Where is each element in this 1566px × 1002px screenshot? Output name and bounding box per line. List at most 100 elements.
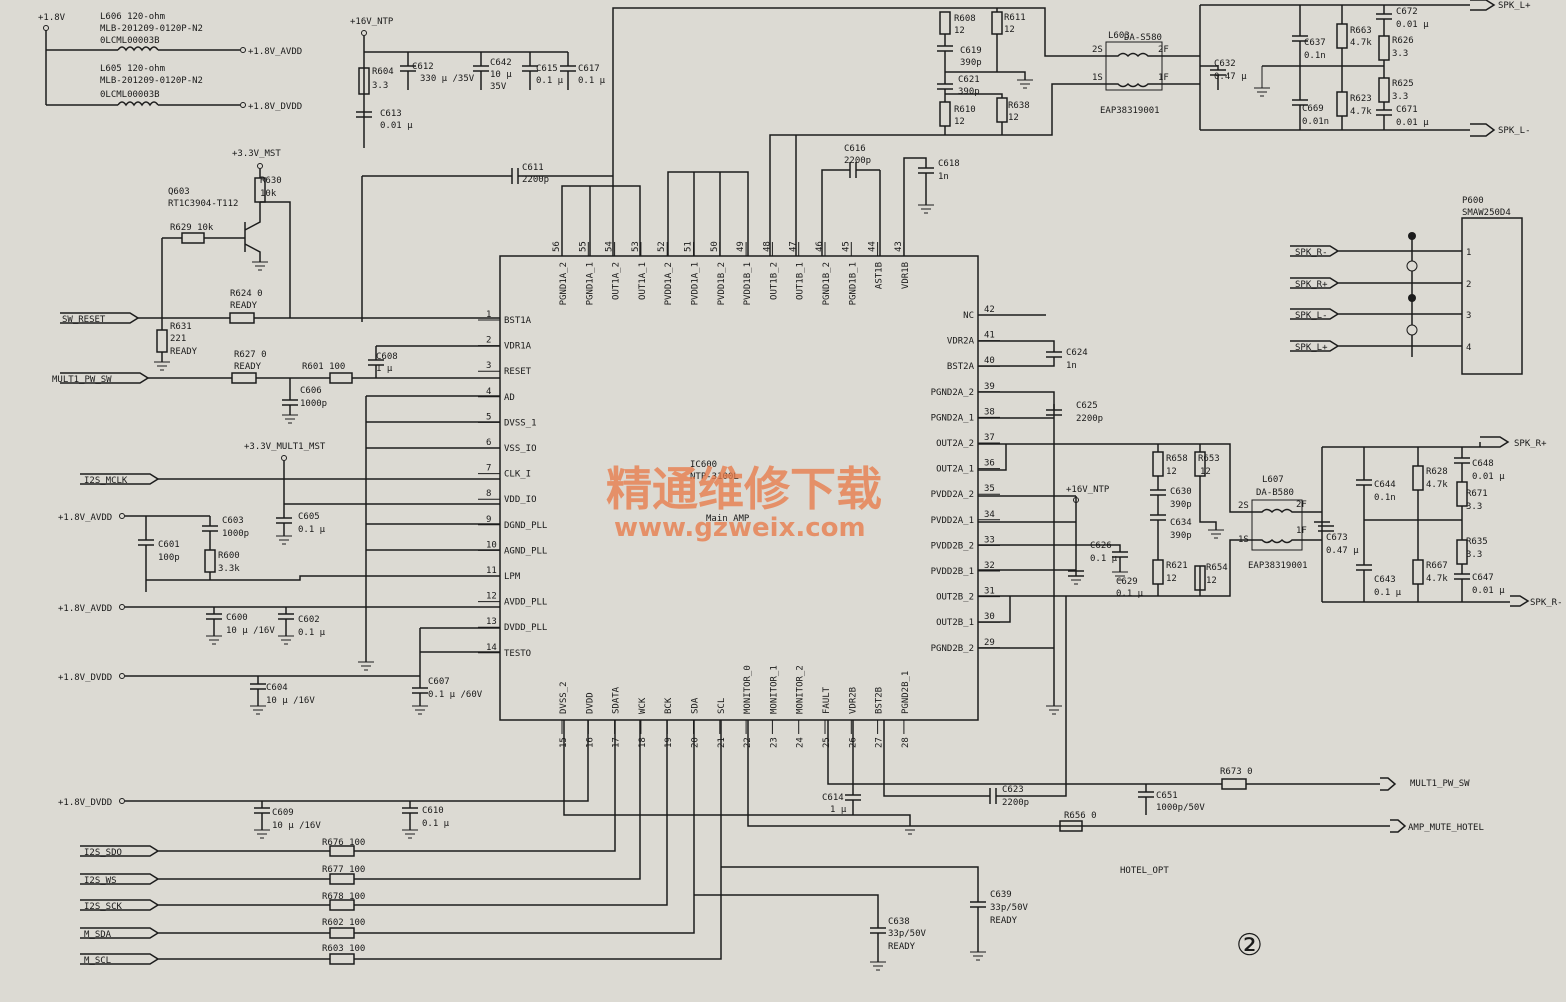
ic-pin-name: VDR1A [504, 342, 532, 352]
c647-label: C647 [1472, 573, 1494, 583]
ic-pin-number: 31 [984, 587, 995, 597]
rail-label: +3.3V_MULT1_MST [244, 442, 326, 452]
ic-pin-number: 4 [486, 387, 491, 397]
i2s-mclk-connector[interactable]: I2S_MCLK [84, 476, 128, 486]
resistor-r673 [1221, 778, 1247, 790]
l603-part: DA-S580 [1124, 33, 1162, 43]
r626-label: R626 [1392, 36, 1414, 46]
r611-label: R611 [1004, 13, 1026, 23]
pin-number: 2 [1466, 280, 1471, 290]
capacitor-c608 [368, 346, 384, 378]
ic-pin-name: OUT1B_1 [796, 262, 806, 300]
wire [419, 627, 500, 688]
capacitor-c632 [1200, 65, 1226, 90]
c642-rating: 35V [490, 82, 507, 92]
pin-number: 3 [1466, 311, 1471, 321]
resistor-r629 [181, 232, 205, 244]
sw-reset-connector[interactable]: SW_RESET [62, 315, 106, 325]
r667-value: 4.7k [1426, 574, 1448, 584]
r658-label: R658 [1166, 454, 1188, 464]
amp-mute-connector[interactable]: AMP_MUTE_HOTEL [1408, 823, 1484, 833]
r673-label: R673 0 [1220, 767, 1253, 777]
capacitor-c613 [356, 111, 372, 118]
mult1-pw-sw-out[interactable]: MULT1_PW_SW [1410, 779, 1470, 789]
rail-terminal [281, 455, 287, 461]
c608-value: 1 μ [376, 364, 393, 374]
l603-pin-2f: 2F [1158, 45, 1169, 55]
i2s-sck-connector[interactable]: I2S_SCK [84, 902, 123, 912]
ic-pin-number: 49 [736, 241, 746, 252]
ic-pin-name: BST2A [947, 362, 975, 372]
wire [80, 720, 722, 965]
q603-part: RT1C3904-T112 [168, 199, 238, 209]
ic-pin-name: VDR2A [947, 337, 975, 347]
wire [361, 175, 613, 322]
m-sda-connector[interactable]: M_SDA [84, 930, 112, 940]
l607-pin-2f: 2F [1296, 500, 1307, 510]
c623-value: 2200p [1002, 798, 1029, 808]
c610-label: C610 [422, 806, 444, 816]
terminal [240, 102, 246, 108]
ic-pin-name: PGND2B_2 [931, 644, 974, 654]
rail-label: +3.3V_MST [232, 149, 281, 159]
spk-l-minus-pin[interactable]: SPK_L- [1295, 311, 1328, 321]
ic-name: Main AMP [706, 514, 750, 524]
i2s-sdo-connector[interactable]: I2S_SDO [84, 848, 122, 858]
ic-pin-name: DVSS_2 [559, 681, 569, 714]
ic-pin-number: 8 [486, 489, 491, 499]
r630-label: R630 [260, 176, 282, 186]
ic-pin-number: 3 [486, 361, 491, 371]
r663-label: R663 [1350, 26, 1372, 36]
spk-r-plus-connector[interactable]: SPK_R+ [1514, 439, 1547, 449]
spk-l-minus-connector[interactable]: SPK_L- [1498, 126, 1531, 136]
ic-pin-number: 21 [717, 737, 727, 748]
c639-ready: READY [990, 916, 1018, 926]
spk-l-plus-pin[interactable]: SPK_L+ [1295, 343, 1328, 353]
q603-label: Q603 [168, 187, 190, 197]
c611-label: C611 [522, 163, 544, 173]
capacitor-c621 [937, 72, 953, 102]
wire [363, 36, 568, 145]
spk-r-minus-connector[interactable]: SPK_R- [1530, 598, 1563, 608]
c621-value: 390p [958, 87, 980, 97]
connector-pin-2: SPK_R+ 2 [1290, 277, 1471, 290]
ic-pin-number: 11 [486, 566, 497, 576]
r625-value: 3.3 [1392, 92, 1408, 102]
right-channel-output: C624 1n C625 2200p +16V_NTP C626 0.1 μ C… [978, 314, 1563, 715]
ic-pin-name: PGND2A_2 [931, 388, 974, 398]
r601-label: R601 100 [302, 362, 345, 372]
capacitor-c624 [978, 340, 1062, 367]
r653-value: 12 [1200, 467, 1211, 477]
ic-pin-name: PVDD1A_2 [664, 262, 674, 305]
ic-pin-name: AD [504, 393, 515, 403]
r635-value: 3.3 [1466, 550, 1482, 560]
r631-ready: READY [170, 347, 198, 357]
ground-symbol [1254, 66, 1270, 97]
wire [1470, 0, 1496, 137]
m-scl-connector[interactable]: M_SCL [84, 956, 111, 966]
spk-l-plus-connector[interactable]: SPK_L+ [1498, 1, 1531, 11]
ic-pin-number: 12 [486, 592, 497, 602]
resistor-r631 [156, 329, 168, 353]
c673-value: 0.47 μ [1326, 546, 1359, 556]
capacitor-c673 [1318, 525, 1334, 532]
c617-value: 0.1 μ [578, 76, 606, 86]
i2s-ws-connector[interactable]: I2S_WS [84, 876, 117, 886]
ic-pin-number: 33 [984, 535, 995, 545]
resistor-r627 [231, 372, 257, 384]
terminal [119, 604, 125, 610]
c673-label: C673 [1326, 533, 1348, 543]
mult1-pw-sw-connector[interactable]: MULT1_PW_SW [52, 375, 112, 385]
wire [260, 201, 291, 318]
m-sda-line: R602 100 M_SDA [80, 720, 695, 940]
ic-pin-number: 5 [486, 412, 491, 422]
ic-pin-number: 48 [762, 241, 772, 252]
ic-pin-number: 51 [684, 241, 694, 252]
pin-number: 1 [1466, 248, 1471, 258]
ic-pin-number: 41 [984, 331, 995, 341]
wire [80, 720, 695, 939]
spk-r-minus-pin[interactable]: SPK_R- [1295, 248, 1328, 258]
l606-label: L606 120-ohm [100, 12, 165, 22]
spk-r-plus-pin[interactable]: SPK_R+ [1295, 280, 1328, 290]
pll-block: +1.8V_AVDD C603 1000p C601 100p R600 3.3… [58, 513, 500, 715]
